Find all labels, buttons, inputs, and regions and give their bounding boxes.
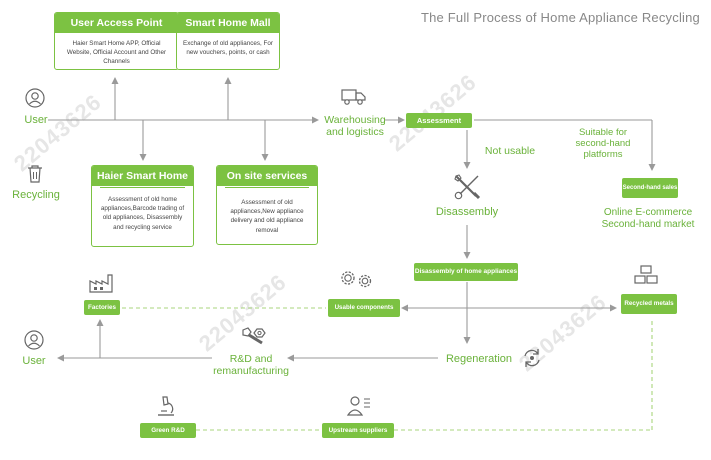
green-rd-pill: Green R&D — [140, 423, 196, 438]
assessment-pill: Assessment — [406, 113, 472, 128]
regeneration-label: Regeneration — [445, 353, 513, 365]
box-title: Haier Smart Home — [92, 166, 193, 186]
second-hand-sales-pill: Second-hand sales — [622, 178, 678, 198]
box-text: Assessment of old home appliances,Barcod… — [100, 196, 185, 231]
user-label: User — [22, 355, 46, 367]
rd-remanufacturing-label: R&D and remanufacturing — [213, 353, 289, 377]
not-usable-label: Not usable — [484, 145, 536, 157]
box-divider — [225, 187, 309, 188]
box-text: Assessment of old appliances,New applian… — [230, 199, 304, 234]
user-access-point-box: User Access Point Haier Smart Home APP, … — [54, 12, 179, 70]
box-title: User Access Point — [55, 13, 178, 33]
wrench-screwdriver-icon — [452, 172, 482, 207]
regeneration-cycle-icon — [520, 346, 544, 375]
user-label: User — [24, 114, 48, 126]
user-icon — [24, 330, 44, 355]
warehousing-label: Warehousing and logistics — [324, 114, 386, 138]
gears-icon — [336, 266, 376, 297]
haier-smart-home-box: Haier Smart Home Assessment of old home … — [91, 165, 194, 247]
recycling-label: Recycling — [12, 189, 60, 201]
smart-home-mall-box: Smart Home Mall Exchange of old applianc… — [176, 12, 280, 70]
truck-icon — [341, 88, 367, 111]
diagram-title: The Full Process of Home Appliance Recyc… — [420, 10, 700, 25]
box-title: On site services — [217, 166, 317, 186]
box-text: Haier Smart Home APP, Official Website, … — [66, 40, 167, 66]
upstream-suppliers-pill: Upstream suppliers — [322, 423, 394, 438]
bolt-nut-icon — [240, 326, 268, 353]
factory-icon — [88, 272, 114, 299]
box-divider — [100, 187, 185, 188]
user-icon — [25, 88, 45, 113]
box-title: Smart Home Mall — [177, 13, 279, 33]
box-text: Exchange of old appliances, For new vouc… — [183, 40, 273, 57]
recycled-metals-pill: Recycled metals — [621, 294, 677, 314]
usable-components-pill: Usable components — [328, 299, 400, 317]
metal-ingots-icon — [634, 264, 658, 291]
microscope-icon — [155, 395, 177, 422]
suitable-second-hand-label: Suitable for second-hand platforms — [575, 127, 631, 160]
supplier-person-icon — [346, 395, 372, 422]
disassembly-label: Disassembly — [435, 206, 499, 218]
trash-bin-icon — [27, 164, 43, 189]
online-ecommerce-label: Online E-commerce Second-hand market — [601, 207, 695, 230]
factories-pill: Factories — [84, 300, 120, 315]
on-site-services-box: On site services Assessment of old appli… — [216, 165, 318, 245]
disassembly-home-appliances-pill: Disassembly of home appliances — [414, 263, 518, 281]
